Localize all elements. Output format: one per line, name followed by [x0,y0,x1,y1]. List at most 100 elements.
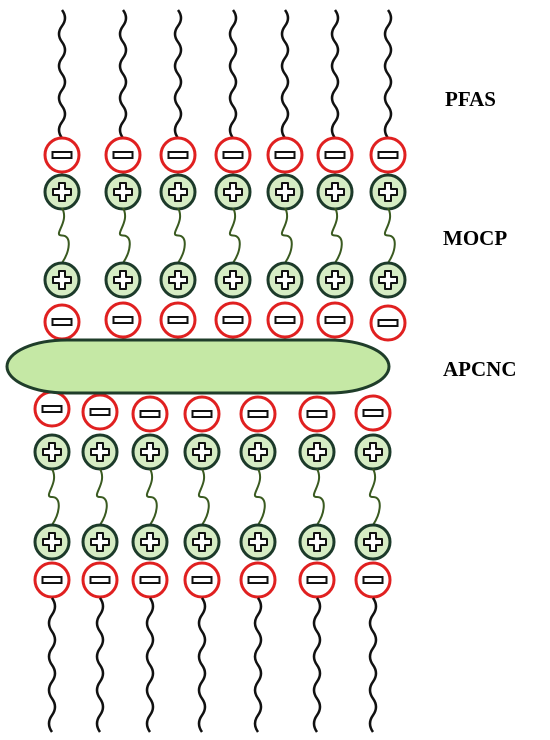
cation-head [33,433,71,471]
minus-icon [306,576,328,584]
cation-head [43,173,81,211]
bottom-chain [33,390,71,733]
anion-head [239,561,277,599]
top-chain [214,9,252,339]
pfas-tail [312,597,322,733]
cation-head [159,173,197,211]
bottom-chain [354,394,392,733]
cation-head [33,523,71,561]
bottom-chain [298,395,336,733]
minus-icon [324,151,346,159]
anion-head [214,301,252,339]
minus-icon [324,316,346,324]
plus-icon [192,532,212,552]
plus-icon [307,442,327,462]
anion-head [316,136,354,174]
apcnc-nanoparticle [5,338,391,395]
pfas-tail [280,9,290,139]
cation-head [159,261,197,299]
pfas-tail [368,597,378,733]
mocp-linker [173,207,186,264]
mocp-linker [312,468,325,526]
minus-icon [89,408,111,416]
anion-head [81,561,119,599]
minus-icon [191,576,213,584]
cation-head [43,261,81,299]
minus-icon [274,316,296,324]
minus-icon [247,576,269,584]
plus-icon [363,532,383,552]
plus-icon [275,182,295,202]
minus-icon [112,316,134,324]
minus-icon [247,410,269,418]
mocp-linker [47,468,60,526]
cation-head [104,261,142,299]
cation-head [298,523,336,561]
plus-icon [42,532,62,552]
mocp-linker [118,207,131,264]
anion-head [43,136,81,174]
plus-icon [113,270,133,290]
cation-head [81,433,119,471]
minus-icon [191,410,213,418]
plus-icon [192,442,212,462]
plus-icon [248,442,268,462]
anion-head [266,136,304,174]
minus-icon [41,576,63,584]
anion-head [104,136,142,174]
cation-head [214,173,252,211]
cation-head [214,261,252,299]
anion-head [159,136,197,174]
pfas-tail [197,597,207,733]
plus-icon [378,182,398,202]
mocp-label: MOCP [443,226,507,250]
plus-icon [378,270,398,290]
plus-icon [307,532,327,552]
pfas-tail [95,597,105,733]
plus-icon [52,182,72,202]
cation-head [298,433,336,471]
pfas-label: PFAS [445,87,496,111]
plus-icon [90,442,110,462]
cation-head [131,523,169,561]
anion-head [33,561,71,599]
mocp-linker [253,468,266,526]
apcnc-label: APCNC [443,357,517,381]
anion-head [298,561,336,599]
plus-icon [140,442,160,462]
cation-head [183,523,221,561]
mocp-linker [197,468,210,526]
cation-head [316,173,354,211]
anion-head [131,395,169,433]
anion-head [239,395,277,433]
plus-icon [42,442,62,462]
mocp-linker [330,207,343,264]
cation-head [183,433,221,471]
minus-icon [362,409,384,417]
plus-icon [275,270,295,290]
mocp-linker [228,207,241,264]
pfas-tail [330,9,340,139]
cation-head [81,523,119,561]
minus-icon [377,151,399,159]
cation-head [369,261,407,299]
anion-head [159,301,197,339]
mocp-linker [383,207,396,264]
minus-icon [41,405,63,413]
minus-icon [139,410,161,418]
anion-head [43,303,81,341]
minus-icon [167,151,189,159]
cation-head [239,433,277,471]
top-chain [316,9,354,339]
anion-head [81,393,119,431]
pfas-tail [145,597,155,733]
anion-head [298,395,336,433]
mocp-linker [368,468,381,526]
anion-head [316,301,354,339]
minus-icon [167,316,189,324]
minus-icon [112,151,134,159]
cation-head [104,173,142,211]
plus-icon [113,182,133,202]
plus-icon [140,532,160,552]
anion-head [183,561,221,599]
